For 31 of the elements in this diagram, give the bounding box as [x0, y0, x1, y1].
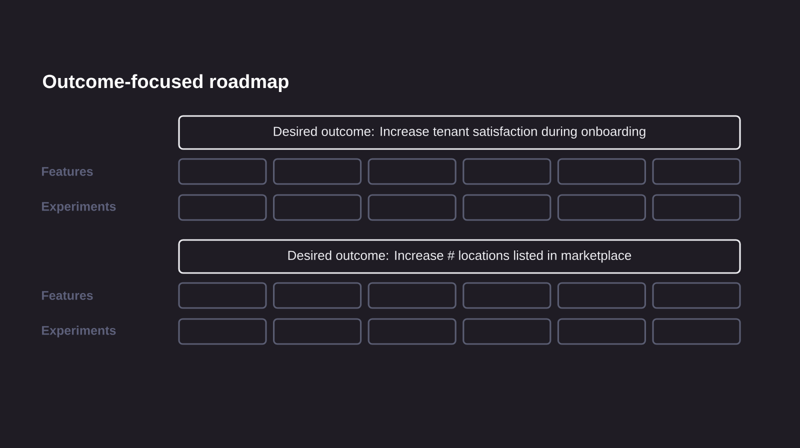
empty-box — [652, 318, 741, 345]
empty-box — [273, 194, 362, 221]
empty-box — [462, 158, 552, 185]
empty-box — [273, 158, 362, 185]
empty-box — [368, 158, 456, 185]
empty-box — [273, 318, 362, 345]
outcome-box: Desired outcome: Increase # locations listed in marketplace — [178, 239, 741, 274]
empty-box — [178, 194, 267, 221]
empty-box — [368, 194, 456, 221]
row-label: Experiments — [42, 202, 116, 214]
empty-box — [178, 318, 267, 345]
empty-box — [178, 282, 267, 309]
empty-box — [557, 194, 646, 221]
empty-box — [652, 158, 741, 185]
row-label: Features — [42, 167, 93, 176]
empty-box — [557, 158, 646, 185]
row-label: Features — [42, 291, 93, 300]
empty-box — [462, 282, 552, 309]
empty-box — [273, 282, 362, 309]
empty-box — [178, 158, 267, 185]
empty-box — [557, 282, 646, 309]
empty-box — [652, 194, 741, 221]
empty-box — [652, 282, 741, 309]
empty-box — [368, 282, 456, 309]
empty-box — [462, 194, 552, 221]
title: Outcome-focused roadmap — [43, 74, 288, 92]
outcome-box: Desired outcome: Increase tenant satisfaction during onboarding — [178, 115, 741, 150]
empty-box — [462, 318, 552, 345]
empty-box — [557, 318, 646, 345]
row-label: Experiments — [42, 326, 116, 338]
empty-box — [368, 318, 456, 345]
